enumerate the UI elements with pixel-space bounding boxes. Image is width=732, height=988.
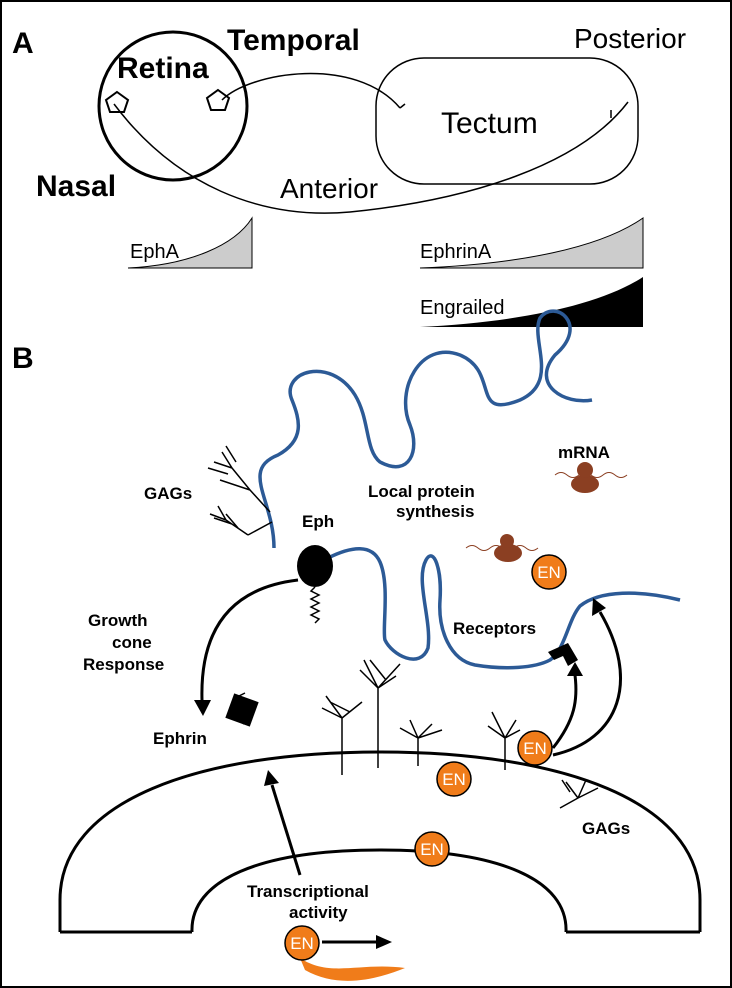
eph-receptor-icon [297, 545, 333, 587]
nucleus-outline [190, 848, 568, 933]
en-to-receptor-arrowhead-icon [567, 662, 583, 676]
growth-response-line3: Response [83, 655, 164, 674]
en-label-4: EN [420, 840, 444, 859]
en-protein-cell-edge-icon [436, 761, 472, 797]
ribosome-large-icon [571, 475, 599, 493]
en-to-receptor-arrow [551, 674, 578, 749]
transcriptional-line2: activity [289, 903, 348, 922]
en-protein-cytoplasm-icon [414, 831, 450, 867]
ephrin-label: Ephrin [153, 729, 207, 748]
en-label-2: EN [523, 739, 547, 758]
tectum-outline [375, 57, 639, 185]
posterior-label: Posterior [574, 23, 686, 54]
transcriptional-line1: Transcriptional [247, 882, 369, 901]
nasal-axon [113, 101, 629, 214]
temporal-neuron-icon [205, 88, 231, 111]
growth-cone-membrane [258, 309, 681, 670]
gags-bottom-label: GAGs [582, 819, 630, 838]
ribosome-small-icon [577, 462, 593, 478]
ribosome-2-large-icon [494, 544, 522, 562]
en-protein-nucleus-icon [284, 925, 320, 961]
ephrina-label: EphrinA [420, 241, 492, 263]
nasal-neuron-icon [104, 90, 130, 113]
gags-top-label: GAGs [144, 484, 192, 503]
anterior-label: Anterior [280, 173, 378, 204]
gags-cell-icon [321, 659, 599, 809]
receptor-icon [548, 643, 578, 666]
retina-label: Retina [117, 52, 209, 85]
growth-response-line2: cone [112, 633, 152, 652]
tectum-label: Tectum [441, 107, 538, 140]
temporal-axon [221, 72, 401, 109]
receptors-label: Receptors [453, 619, 536, 638]
en-to-membrane-arrow [552, 611, 622, 757]
en-label-3: EN [442, 770, 466, 789]
temporal-axon-terminal [399, 103, 406, 109]
transcription-arrow [270, 784, 302, 876]
en-to-membrane-arrowhead-icon [592, 598, 606, 616]
engrailed-label: Engrailed [420, 297, 505, 319]
local-synthesis-line2: synthesis [396, 502, 474, 521]
retina-circle [97, 30, 249, 182]
cell-body-outline [58, 750, 702, 932]
engrailed-gradient [420, 277, 643, 327]
growth-response-line1: Growth [88, 611, 148, 630]
local-synthesis-line1: Local protein [368, 482, 475, 501]
ephrin-icon [225, 693, 259, 727]
en-protein-membrane-icon [517, 730, 553, 766]
panel-a-label: A [12, 27, 34, 60]
epha-gradient [127, 216, 253, 269]
eph-label: Eph [302, 512, 334, 531]
ephrina-gradient [419, 217, 644, 269]
panel-a: A Retina Temporal Nasal Posterior Tectum… [12, 23, 686, 327]
eph-receptor-tail-icon [309, 586, 321, 624]
nasal-label: Nasal [36, 170, 116, 203]
temporal-label: Temporal [227, 24, 360, 57]
panel-b-label: B [12, 342, 34, 375]
transcription-direction-arrowhead-icon [376, 935, 392, 949]
ribosome-2-small-icon [500, 534, 514, 548]
growth-response-arrowhead-icon [194, 700, 211, 716]
en-label-1: EN [537, 563, 561, 582]
epha-label: EphA [130, 241, 180, 263]
en-label-5: EN [290, 934, 314, 953]
panel-b: B mRNA EN GAGs Local protein synthesis E… [12, 309, 702, 981]
mrna-label: mRNA [558, 443, 610, 462]
gags-top-icon [207, 445, 273, 536]
transcription-arrowhead-icon [264, 770, 279, 786]
en-protein-translation-icon [531, 554, 567, 590]
dna-tail-icon [300, 958, 405, 981]
growth-response-arrow [200, 578, 299, 701]
